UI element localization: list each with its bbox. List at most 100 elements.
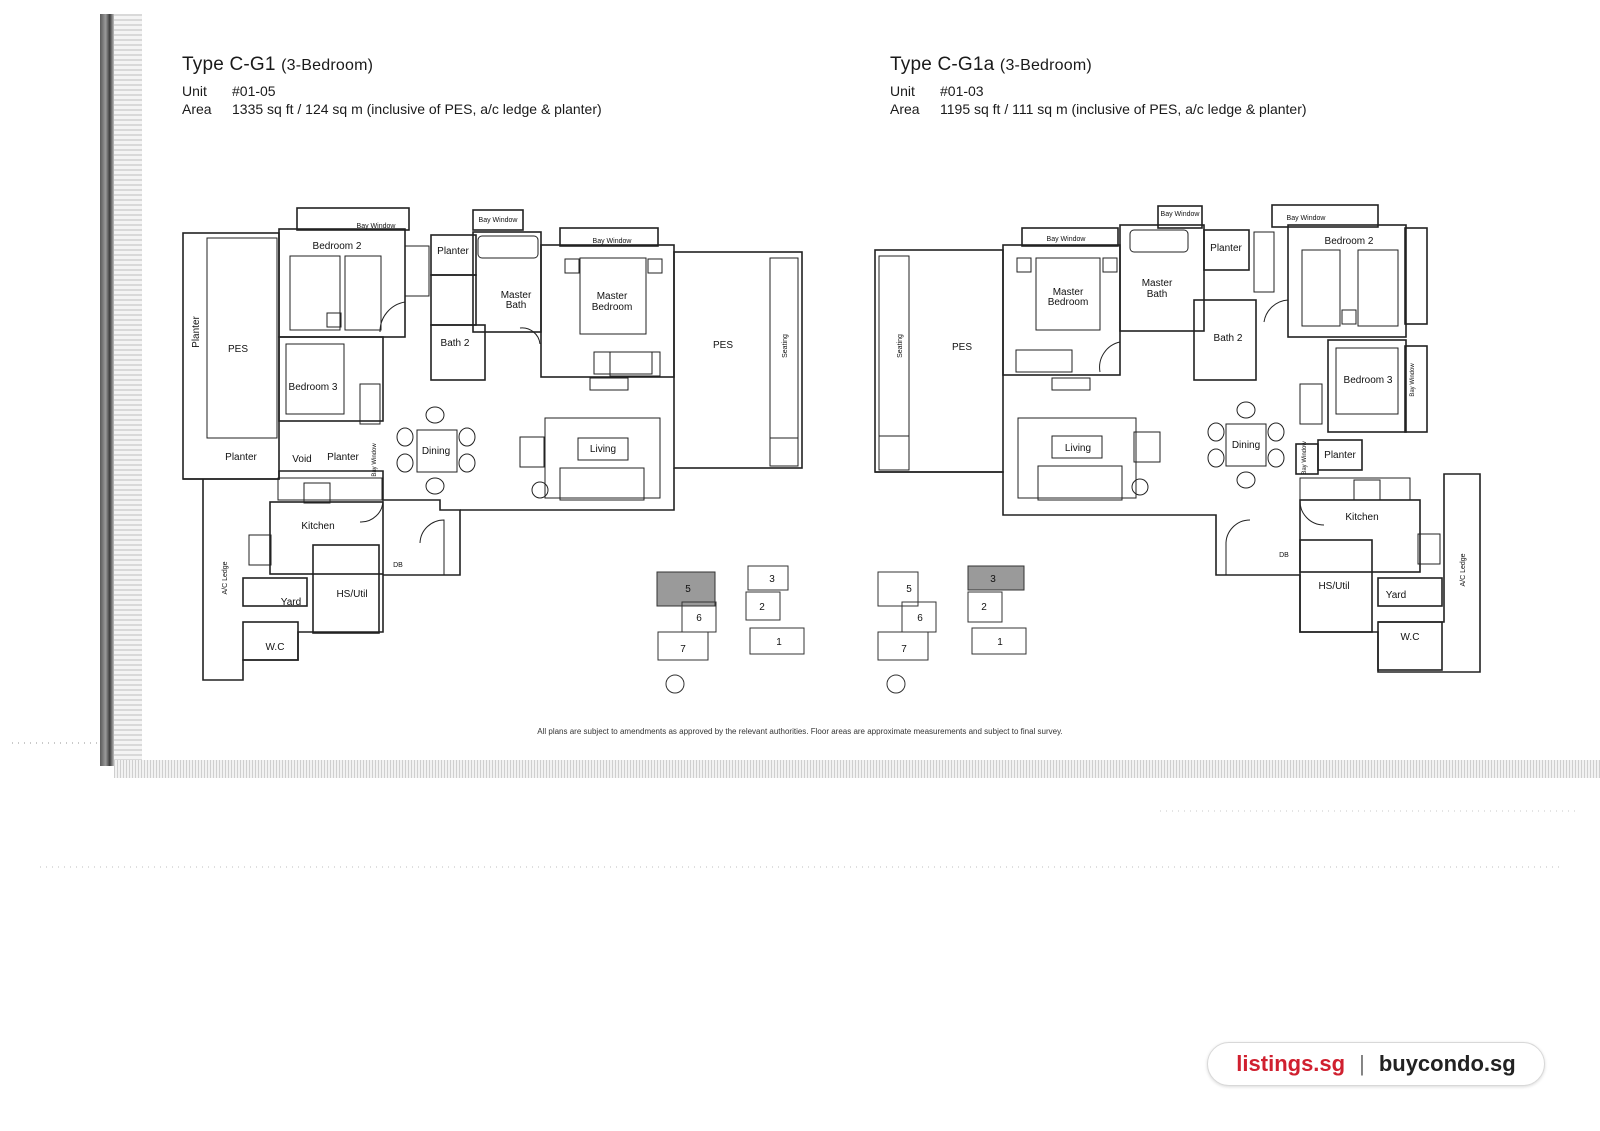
right-bay-window-label: Bay Window xyxy=(1410,363,1416,397)
left-area-row: Area 1335 sq ft / 124 sq m (inclusive of… xyxy=(182,100,602,118)
right-keyplan-number: 6 xyxy=(917,613,923,624)
right-key-plan-labels: 5 6 7 3 2 1 xyxy=(901,574,1003,655)
left-bay-window-small-label: Bay Window xyxy=(372,443,378,477)
left-keyplan-number: 5 xyxy=(685,584,691,595)
left-area-value: 1335 sq ft / 124 sq m (inclusive of PES,… xyxy=(232,101,602,117)
left-bedroom3-label: Bedroom 3 xyxy=(289,382,338,393)
right-keyplan-number: 5 xyxy=(906,584,912,595)
right-unit-row: Unit #01-03 xyxy=(890,82,1307,100)
left-keyplan-number: 1 xyxy=(776,637,782,648)
right-bedroom3-room xyxy=(1327,339,1407,433)
right-unit-header: Type C-G1a (3-Bedroom) Unit #01-03 Area … xyxy=(890,54,1307,118)
right-keyplan-number: 1 xyxy=(997,637,1003,648)
left-keyplan-number: 3 xyxy=(769,574,775,585)
right-type-name: Type C-G1a xyxy=(890,54,995,75)
left-planter-side-label: Planter xyxy=(191,315,202,347)
right-area-value: 1195 sq ft / 111 sq m (inclusive of PES,… xyxy=(940,101,1307,117)
right-db-label: DB xyxy=(1279,552,1289,559)
right-ac-ledge-label: A/C Ledge xyxy=(1460,553,1467,586)
right-hs-util-label: HS/Util xyxy=(1318,581,1349,592)
right-master-bath-room xyxy=(1119,224,1205,332)
left-planter-mid-label: Planter xyxy=(327,452,359,463)
left-pes-right-area xyxy=(673,251,803,469)
left-area-key: Area xyxy=(182,101,212,117)
right-wc-label: W.C xyxy=(1401,632,1420,643)
left-keyplan-number: 6 xyxy=(696,613,702,624)
right-seating-label: Seating xyxy=(897,334,904,358)
right-bath2-room xyxy=(1193,299,1257,381)
left-planter-label: Planter xyxy=(437,246,469,257)
left-keyplan-number: 2 xyxy=(759,602,765,613)
left-dining-label: Dining xyxy=(422,446,450,457)
brand-badge: listings.sg | buycondo.sg xyxy=(1207,1042,1545,1086)
right-area-key: Area xyxy=(890,101,920,117)
left-key-plan xyxy=(656,565,805,694)
right-pes-area xyxy=(874,249,1004,473)
right-kitchen-label: Kitchen xyxy=(1345,512,1378,523)
left-pes-area xyxy=(182,232,280,480)
page-binding-shadow xyxy=(114,14,142,766)
right-master-bath-label: Bath xyxy=(1147,289,1168,300)
brand-listings-link[interactable]: listings.sg xyxy=(1236,1051,1346,1076)
right-master-bath-label: Master xyxy=(1142,278,1173,289)
right-kitchen-room xyxy=(1299,499,1421,573)
left-key-plan-labels: 5 6 7 3 2 1 xyxy=(680,574,782,655)
left-living-label: Living xyxy=(590,444,616,455)
left-bath2-room xyxy=(430,324,486,381)
right-bath2-label: Bath 2 xyxy=(1214,333,1243,344)
right-planter-mid-label: Planter xyxy=(1324,450,1356,461)
left-type-name: Type C-G1 xyxy=(182,54,276,75)
right-unit-key: Unit xyxy=(890,83,915,99)
right-key-plan xyxy=(877,565,1027,694)
right-bedroom-label: (3-Bedroom) xyxy=(999,57,1092,74)
left-pes-label: PES xyxy=(228,344,248,355)
left-master-bath-label: Master xyxy=(501,290,532,301)
scan-speckle xyxy=(1160,810,1580,812)
left-bath2-label: Bath 2 xyxy=(441,338,470,349)
right-bay-window-label: Bay Window xyxy=(1161,211,1201,218)
right-unit-value: #01-03 xyxy=(940,83,984,99)
right-keyplan-number: 3 xyxy=(990,574,996,585)
left-unit-title: Type C-G1 (3-Bedroom) xyxy=(182,54,602,76)
right-master-bedroom-label: Bedroom xyxy=(1048,297,1089,308)
left-master-bath-label: Bath xyxy=(506,300,527,311)
scan-speckle xyxy=(12,742,102,744)
left-bay-window-label: Bay Window xyxy=(479,217,519,224)
left-yard-label: Yard xyxy=(281,597,301,608)
left-db-label: DB xyxy=(393,562,403,569)
right-bay-window-label: Bay Window xyxy=(1287,215,1327,222)
right-floor-plan: Bay Window Bay Window Bay Window Planter… xyxy=(874,204,1481,694)
left-kitchen-label: Kitchen xyxy=(301,521,334,532)
left-planter-bottom-label: Planter xyxy=(225,452,257,463)
left-hs-util-room xyxy=(312,544,380,634)
left-seating-label: Seating xyxy=(782,334,789,358)
left-void-label: Void xyxy=(292,454,311,465)
right-bedroom3-label: Bedroom 3 xyxy=(1344,375,1393,386)
book-spine xyxy=(100,14,114,766)
left-bedroom3-room xyxy=(278,336,384,422)
right-hs-util-room xyxy=(1299,539,1373,633)
right-keyplan-number: 7 xyxy=(901,644,907,655)
right-bedroom2-label: Bedroom 2 xyxy=(1325,236,1374,247)
scan-speckle xyxy=(40,866,1560,868)
left-unit-value: #01-05 xyxy=(232,83,276,99)
right-bay-window-small-label: Bay Window xyxy=(1302,441,1308,475)
left-ac-ledge-label: A/C Ledge xyxy=(222,561,229,594)
left-bay-window-label: Bay Window xyxy=(593,238,633,245)
left-master-bath-room xyxy=(472,231,542,333)
right-area-row: Area 1195 sq ft / 111 sq m (inclusive of… xyxy=(890,100,1307,118)
left-master-bedroom-label: Bedroom xyxy=(592,302,633,313)
right-keyplan-number: 2 xyxy=(981,602,987,613)
right-bedroom2-room xyxy=(1287,224,1407,338)
brand-buycondo-link[interactable]: buycondo.sg xyxy=(1378,1051,1516,1076)
brand-separator: | xyxy=(1359,1051,1365,1076)
left-bedroom-label: (3-Bedroom) xyxy=(281,57,374,74)
left-hs-util-label: HS/Util xyxy=(336,589,367,600)
left-bay-window-label: Bay Window xyxy=(357,223,397,230)
right-pes-label: PES xyxy=(952,342,972,353)
left-bedroom2-label: Bedroom 2 xyxy=(313,241,362,252)
right-yard-label: Yard xyxy=(1386,590,1406,601)
disclaimer-footnote: All plans are subject to amendments as a… xyxy=(537,727,1063,736)
page-bottom-edge xyxy=(114,760,1600,778)
left-unit-header: Type C-G1 (3-Bedroom) Unit #01-05 Area 1… xyxy=(182,54,602,118)
